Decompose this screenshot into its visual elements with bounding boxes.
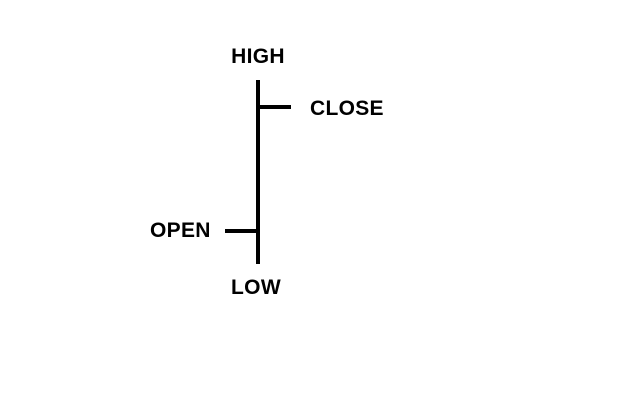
- high-label: HIGH: [231, 45, 285, 68]
- low-label: LOW: [231, 276, 281, 299]
- open-tick: [225, 229, 258, 233]
- close-tick: [258, 105, 291, 109]
- close-label: CLOSE: [310, 97, 384, 120]
- open-label: OPEN: [150, 219, 211, 242]
- high-low-range-line: [256, 80, 260, 264]
